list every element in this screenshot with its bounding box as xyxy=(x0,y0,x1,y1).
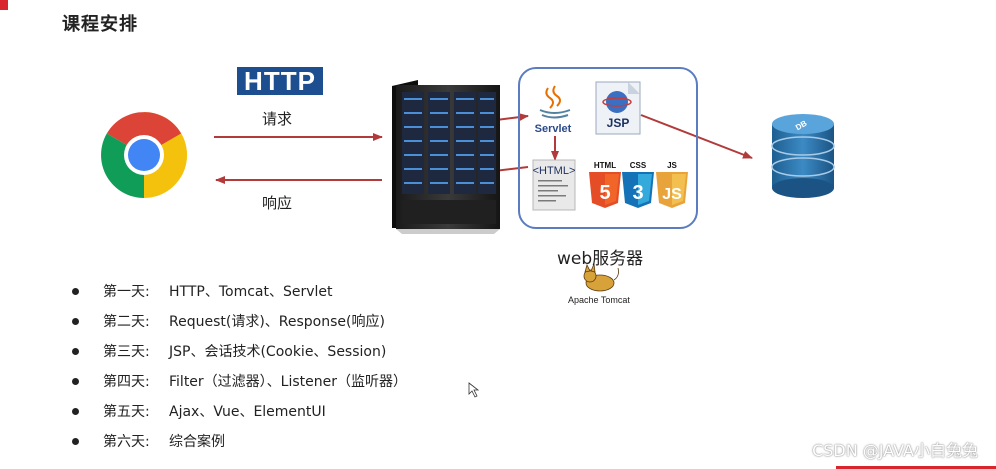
server-rack-icon xyxy=(392,80,500,234)
topic-label: Request(请求)、Response(响应) xyxy=(169,314,385,330)
bottom-accent xyxy=(836,466,996,469)
day-label: 第四天: xyxy=(103,374,150,390)
schedule-list: 第一天: HTTP、Tomcat、Servlet 第二天: Request(请求)、… xyxy=(72,276,407,456)
database-icon: DB xyxy=(771,114,835,198)
bullet-icon xyxy=(72,317,79,325)
corner-accent xyxy=(0,0,8,10)
topic-label: JSP、会话技术(Cookie、Session) xyxy=(169,344,387,360)
web-server-label: web服务器 xyxy=(557,249,644,269)
list-item: 第二天: Request(请求)、Response(响应) xyxy=(72,306,407,336)
java-servlet-icon: Servlet xyxy=(535,85,572,135)
list-item: 第三天: JSP、会话技术(Cookie、Session) xyxy=(72,336,407,366)
jsp-icon: JSP xyxy=(595,81,641,135)
topic-label: Ajax、Vue、ElementUI xyxy=(169,404,326,420)
bullet-icon xyxy=(72,437,79,445)
css3-label: CSS xyxy=(630,161,647,170)
page-title: 课程安排 xyxy=(62,14,138,35)
bullet-icon xyxy=(72,347,79,355)
bullet-icon xyxy=(72,287,79,295)
http-logo: HTTP xyxy=(237,67,323,95)
svg-text:5: 5 xyxy=(599,182,610,204)
day-label: 第二天: xyxy=(103,314,150,330)
servlet-label: Servlet xyxy=(535,123,572,135)
day-label: 第三天: xyxy=(103,344,150,360)
list-item: 第四天: Filter（过滤器）、Listener（监听器） xyxy=(72,366,407,396)
html5-icon: HTML 5 xyxy=(589,161,621,208)
topic-label: 综合案例 xyxy=(169,434,225,450)
topic-label: Filter（过滤器）、Listener（监听器） xyxy=(169,374,407,390)
javascript-icon: JS JS xyxy=(656,161,688,208)
day-label: 第一天: xyxy=(103,284,150,300)
svg-text:3: 3 xyxy=(632,182,643,204)
list-item: 第五天: Ajax、Vue、ElementUI xyxy=(72,396,407,426)
request-label: 请求 xyxy=(262,110,293,128)
day-label: 第六天: xyxy=(103,434,150,450)
web-server-box xyxy=(518,67,698,229)
css3-icon: CSS 3 xyxy=(622,161,654,208)
tomcat-label: Apache Tomcat xyxy=(568,295,630,305)
chrome-icon xyxy=(101,112,187,198)
watermark: CSDN @JAVA小白兔兔 xyxy=(812,441,978,460)
html-document-icon: <HTML> xyxy=(532,159,576,211)
html-doc-label: <HTML> xyxy=(533,165,576,177)
html5-label: HTML xyxy=(594,161,616,170)
bullet-icon xyxy=(72,407,79,415)
tomcat-icon xyxy=(583,262,619,292)
bullet-icon xyxy=(72,377,79,385)
mouse-cursor-icon xyxy=(468,382,480,398)
list-item: 第一天: HTTP、Tomcat、Servlet xyxy=(72,276,407,306)
topic-label: HTTP、Tomcat、Servlet xyxy=(169,284,333,300)
response-label: 响应 xyxy=(262,194,293,212)
svg-text:JS: JS xyxy=(662,186,682,203)
list-item: 第六天: 综合案例 xyxy=(72,426,407,456)
day-label: 第五天: xyxy=(103,404,150,420)
js-label: JS xyxy=(667,161,677,170)
jsp-label: JSP xyxy=(607,116,630,130)
